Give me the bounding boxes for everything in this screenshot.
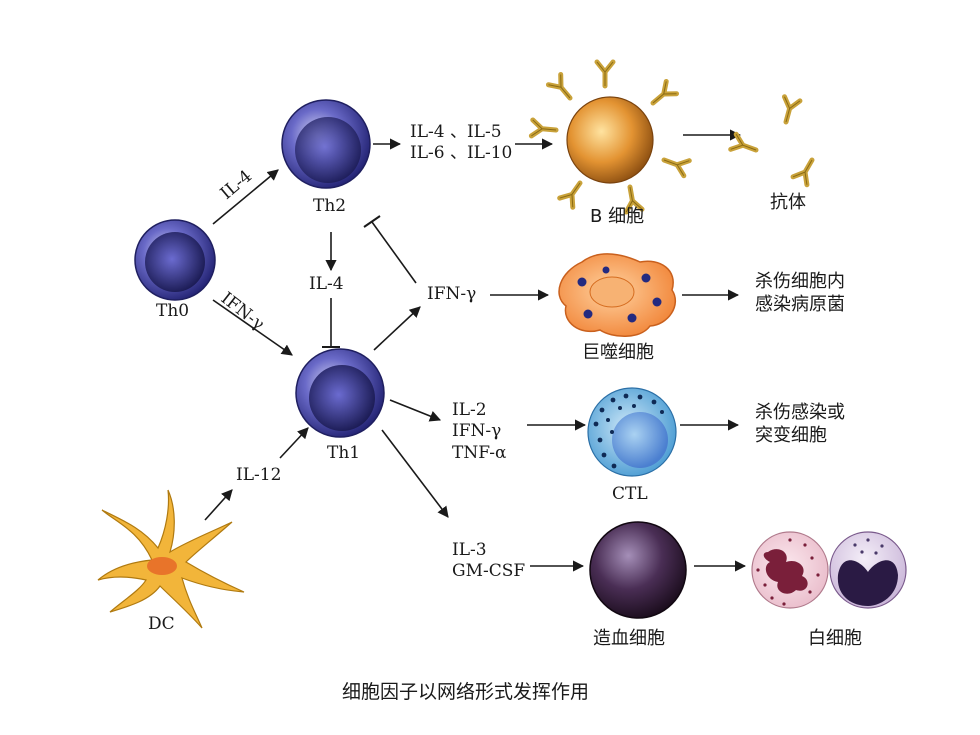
dendritic-cell: [97, 489, 245, 629]
macrophage-cell: [558, 253, 677, 337]
arrow-dc-to-il12: [204, 489, 233, 521]
th2-label: Th2: [313, 196, 347, 216]
blood-cytokines-label: IL-3 GM-CSF: [452, 540, 526, 582]
antibody-icons: [731, 97, 819, 185]
ctl-cytokines-label: IL-2 IFN-γ TNF-α: [452, 400, 507, 463]
b-cell-label: B 细胞: [590, 206, 645, 227]
macrophage-effect-label: 杀伤细胞内 感染病原菌: [755, 271, 845, 315]
arrow-th1-to-ifng: [373, 306, 421, 351]
ifng-center-label: IFN-γ: [427, 284, 477, 304]
leukocyte-monocyte: [829, 531, 907, 609]
inhibit-ifng-to-th2: [371, 221, 417, 284]
hematopoietic-label: 造血细胞: [593, 628, 665, 649]
leukocyte-label: 白细胞: [808, 628, 862, 649]
arrow-th1-to-ctl-cytokines: [389, 399, 442, 422]
th0-label: Th0: [156, 301, 190, 321]
macrophage-label: 巨噬细胞: [582, 342, 654, 363]
arrows: [204, 129, 747, 572]
inhibit-ifng-bar: [363, 215, 381, 228]
th1-cell: [295, 348, 385, 438]
dc-label: DC: [148, 614, 175, 634]
arrow-th1-to-blood: [381, 429, 449, 518]
arrow-th0-to-th2: [212, 169, 279, 225]
il12-label: IL-12: [236, 465, 282, 485]
th2-cell: [281, 99, 371, 189]
ctl-label: CTL: [612, 484, 648, 504]
hematopoietic-cell: [589, 521, 687, 619]
figure-caption: 细胞因子以网络形式发挥作用: [342, 681, 590, 703]
ctl-cell: [587, 387, 677, 477]
antibody-label: 抗体: [770, 192, 806, 213]
th2-cytokines-label: IL-4 、IL-5 IL-6 、IL-10: [410, 122, 513, 164]
ctl-effect-label: 杀伤感染或 突变细胞: [755, 402, 845, 446]
b-cell: [531, 62, 689, 212]
arrow-il12-to-th1: [279, 427, 309, 459]
leukocyte-neutrophil: [751, 531, 829, 609]
il4-inhibit-label: IL-4: [309, 274, 344, 294]
th0-cell: [134, 219, 216, 301]
arrow-th0-to-th1: [212, 299, 293, 356]
th1-label: Th1: [327, 443, 361, 463]
